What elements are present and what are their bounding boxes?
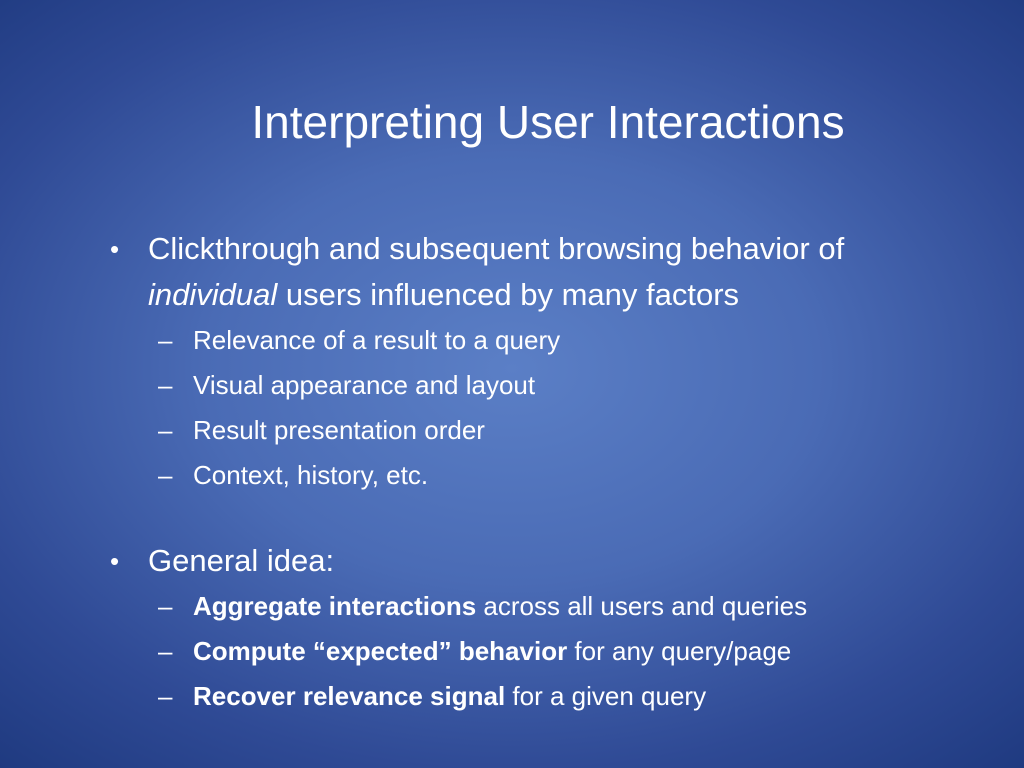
- list-item-text: for a given query: [505, 681, 707, 711]
- list-item-text: for any query/page: [567, 636, 792, 666]
- bullet-factors-text: • Clickthrough and subsequent browsing b…: [108, 226, 988, 318]
- list-item: – Context, history, etc.: [108, 453, 988, 498]
- bullet-general-idea-text: • General idea:: [108, 538, 988, 584]
- bullet-factors-emphasis: individual: [148, 277, 278, 312]
- slide-title: Interpreting User Interactions: [251, 96, 845, 148]
- dash-icon: –: [158, 325, 173, 355]
- dash-icon: –: [158, 636, 173, 666]
- general-idea-sublist: – Aggregate interactions across all user…: [108, 584, 988, 719]
- dash-icon: –: [158, 460, 173, 490]
- list-item-text: Result presentation order: [193, 415, 485, 445]
- list-item-text: Context, history, etc.: [193, 460, 429, 490]
- list-item-bold: Compute “expected” behavior: [193, 636, 568, 666]
- list-item: – Recover relevance signal for a given q…: [108, 674, 988, 719]
- dash-icon: –: [158, 370, 173, 400]
- bullet-dot-icon: •: [110, 546, 120, 576]
- list-item: – Relevance of a result to a query: [108, 318, 988, 363]
- list-item-text: across all users and queries: [476, 591, 808, 621]
- list-item-text: Visual appearance and layout: [193, 370, 536, 400]
- list-item-bold: Aggregate interactions: [193, 591, 477, 621]
- list-item: – Result presentation order: [108, 408, 988, 453]
- bullet-general-idea: • General idea: – Aggregate interactions…: [108, 538, 988, 719]
- list-item: – Aggregate interactions across all user…: [108, 584, 988, 629]
- list-item: – Compute “expected” behavior for any qu…: [108, 629, 988, 674]
- bullet-general-idea-label: General idea:: [148, 543, 335, 578]
- list-item: – Visual appearance and layout: [108, 363, 988, 408]
- slide-content: • Clickthrough and subsequent browsing b…: [108, 226, 988, 719]
- list-item-bold: Recover relevance signal: [193, 681, 506, 711]
- bullet-factors-line2: users influenced by many factors: [277, 277, 740, 312]
- bullet-dot-icon: •: [110, 234, 120, 264]
- factors-sublist: – Relevance of a result to a query – Vis…: [108, 318, 988, 498]
- dash-icon: –: [158, 415, 173, 445]
- bullet-factors: • Clickthrough and subsequent browsing b…: [108, 226, 988, 498]
- list-item-text: Relevance of a result to a query: [193, 325, 561, 355]
- bullet-factors-line1: Clickthrough and subsequent browsing beh…: [148, 231, 845, 266]
- dash-icon: –: [158, 681, 173, 711]
- dash-icon: –: [158, 591, 173, 621]
